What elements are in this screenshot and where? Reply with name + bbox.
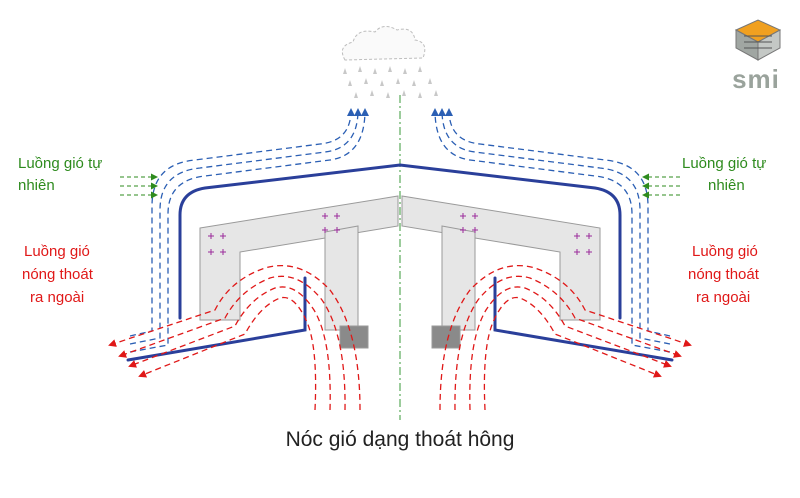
left-hot-air-label-line1: Luồng gió	[24, 243, 90, 260]
right-hot-air-label-line1: Luồng gió	[692, 243, 758, 260]
left-hot-air-label-line2: nóng thoát	[22, 266, 93, 283]
left-natural-wind-label-line1: Luồng gió tự	[18, 155, 103, 172]
hot-air-flows	[108, 264, 692, 411]
rain-cloud-icon	[341, 26, 438, 98]
bolt-marks	[208, 213, 592, 255]
smi-logo: smi	[722, 18, 790, 100]
left-hot-air-label-line3: ra ngoài	[30, 289, 85, 306]
left-natural-wind-label-line2: nhiên	[18, 177, 55, 194]
diagram-caption: Nóc gió dạng thoát hông	[285, 428, 515, 451]
right-hot-air-label-line3: ra ngoài	[696, 289, 751, 306]
right-hot-air-label-line2: nóng thoát	[688, 266, 759, 283]
cool-air-flows	[129, 108, 671, 353]
smi-logo-icon	[734, 19, 782, 61]
right-steel-frame	[401, 195, 601, 349]
right-natural-wind-label-line2: nhiên	[708, 177, 745, 194]
roof-sheets	[126, 163, 674, 362]
left-steel-frame	[199, 195, 399, 349]
logo-text: smi	[732, 64, 780, 94]
natural-wind-arrows-right	[642, 173, 680, 199]
right-natural-wind-label-line1: Luồng gió tự	[682, 155, 767, 172]
natural-wind-arrows-left	[120, 173, 158, 199]
